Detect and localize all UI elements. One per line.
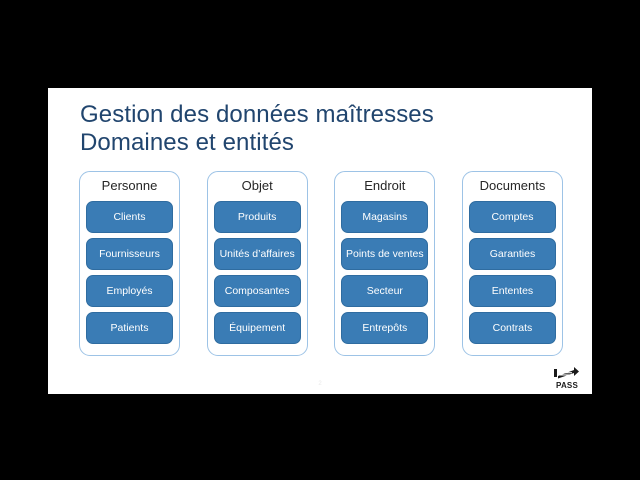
pass-logo-text: PASS [556, 381, 578, 390]
entity-list-objet: Produits Unités d’affaires Composantes É… [213, 201, 301, 344]
entity-box: Employés [86, 275, 173, 307]
domain-column-documents: Documents Comptes Garanties Ententes Con… [461, 171, 563, 356]
entity-box: Entrepôts [341, 312, 429, 344]
domain-columns: Personne Clients Fournisseurs Employés P… [79, 171, 563, 356]
domain-title-objet: Objet [241, 178, 273, 193]
entity-box: Clients [86, 201, 173, 233]
entity-box: Unités d’affaires [213, 238, 301, 270]
domain-title-personne: Personne [101, 178, 158, 193]
slide-title-line-2: Domaines et entités [80, 129, 295, 156]
slide-title: Gestion des données maîtresses Domaines … [80, 101, 550, 157]
slide-title-line-1: Gestion des données maîtresses [80, 101, 434, 128]
slide-number-artifact: 2 [318, 381, 322, 387]
entity-box: Points de ventes [341, 238, 429, 270]
entity-list-personne: Clients Fournisseurs Employés Patients [86, 201, 173, 344]
pass-logo: PASS [550, 362, 584, 390]
entity-box: Fournisseurs [86, 238, 173, 270]
domain-column-endroit: Endroit Magasins Points de ventes Secteu… [334, 171, 436, 356]
entity-list-documents: Comptes Garanties Ententes Contrats [468, 201, 556, 344]
entity-list-endroit: Magasins Points de ventes Secteur Entrep… [341, 201, 429, 344]
entity-box: Contrats [468, 312, 556, 344]
domain-title-documents: Documents [479, 178, 546, 193]
entity-box: Produits [213, 201, 301, 233]
entity-box: Secteur [341, 275, 429, 307]
entity-box: Composantes [213, 275, 301, 307]
entity-box: Équipement [213, 312, 301, 344]
pass-logo-mark-icon [554, 367, 579, 379]
domain-title-endroit: Endroit [364, 178, 406, 193]
entity-box: Garanties [468, 238, 556, 270]
entity-box: Comptes [468, 201, 556, 233]
entity-box: Patients [86, 312, 173, 344]
domain-column-personne: Personne Clients Fournisseurs Employés P… [79, 171, 180, 356]
entity-box: Magasins [341, 201, 429, 233]
domain-column-objet: Objet Produits Unités d’affaires Composa… [206, 171, 308, 356]
presentation-slide: Gestion des données maîtresses Domaines … [48, 88, 592, 394]
entity-box: Ententes [468, 275, 556, 307]
